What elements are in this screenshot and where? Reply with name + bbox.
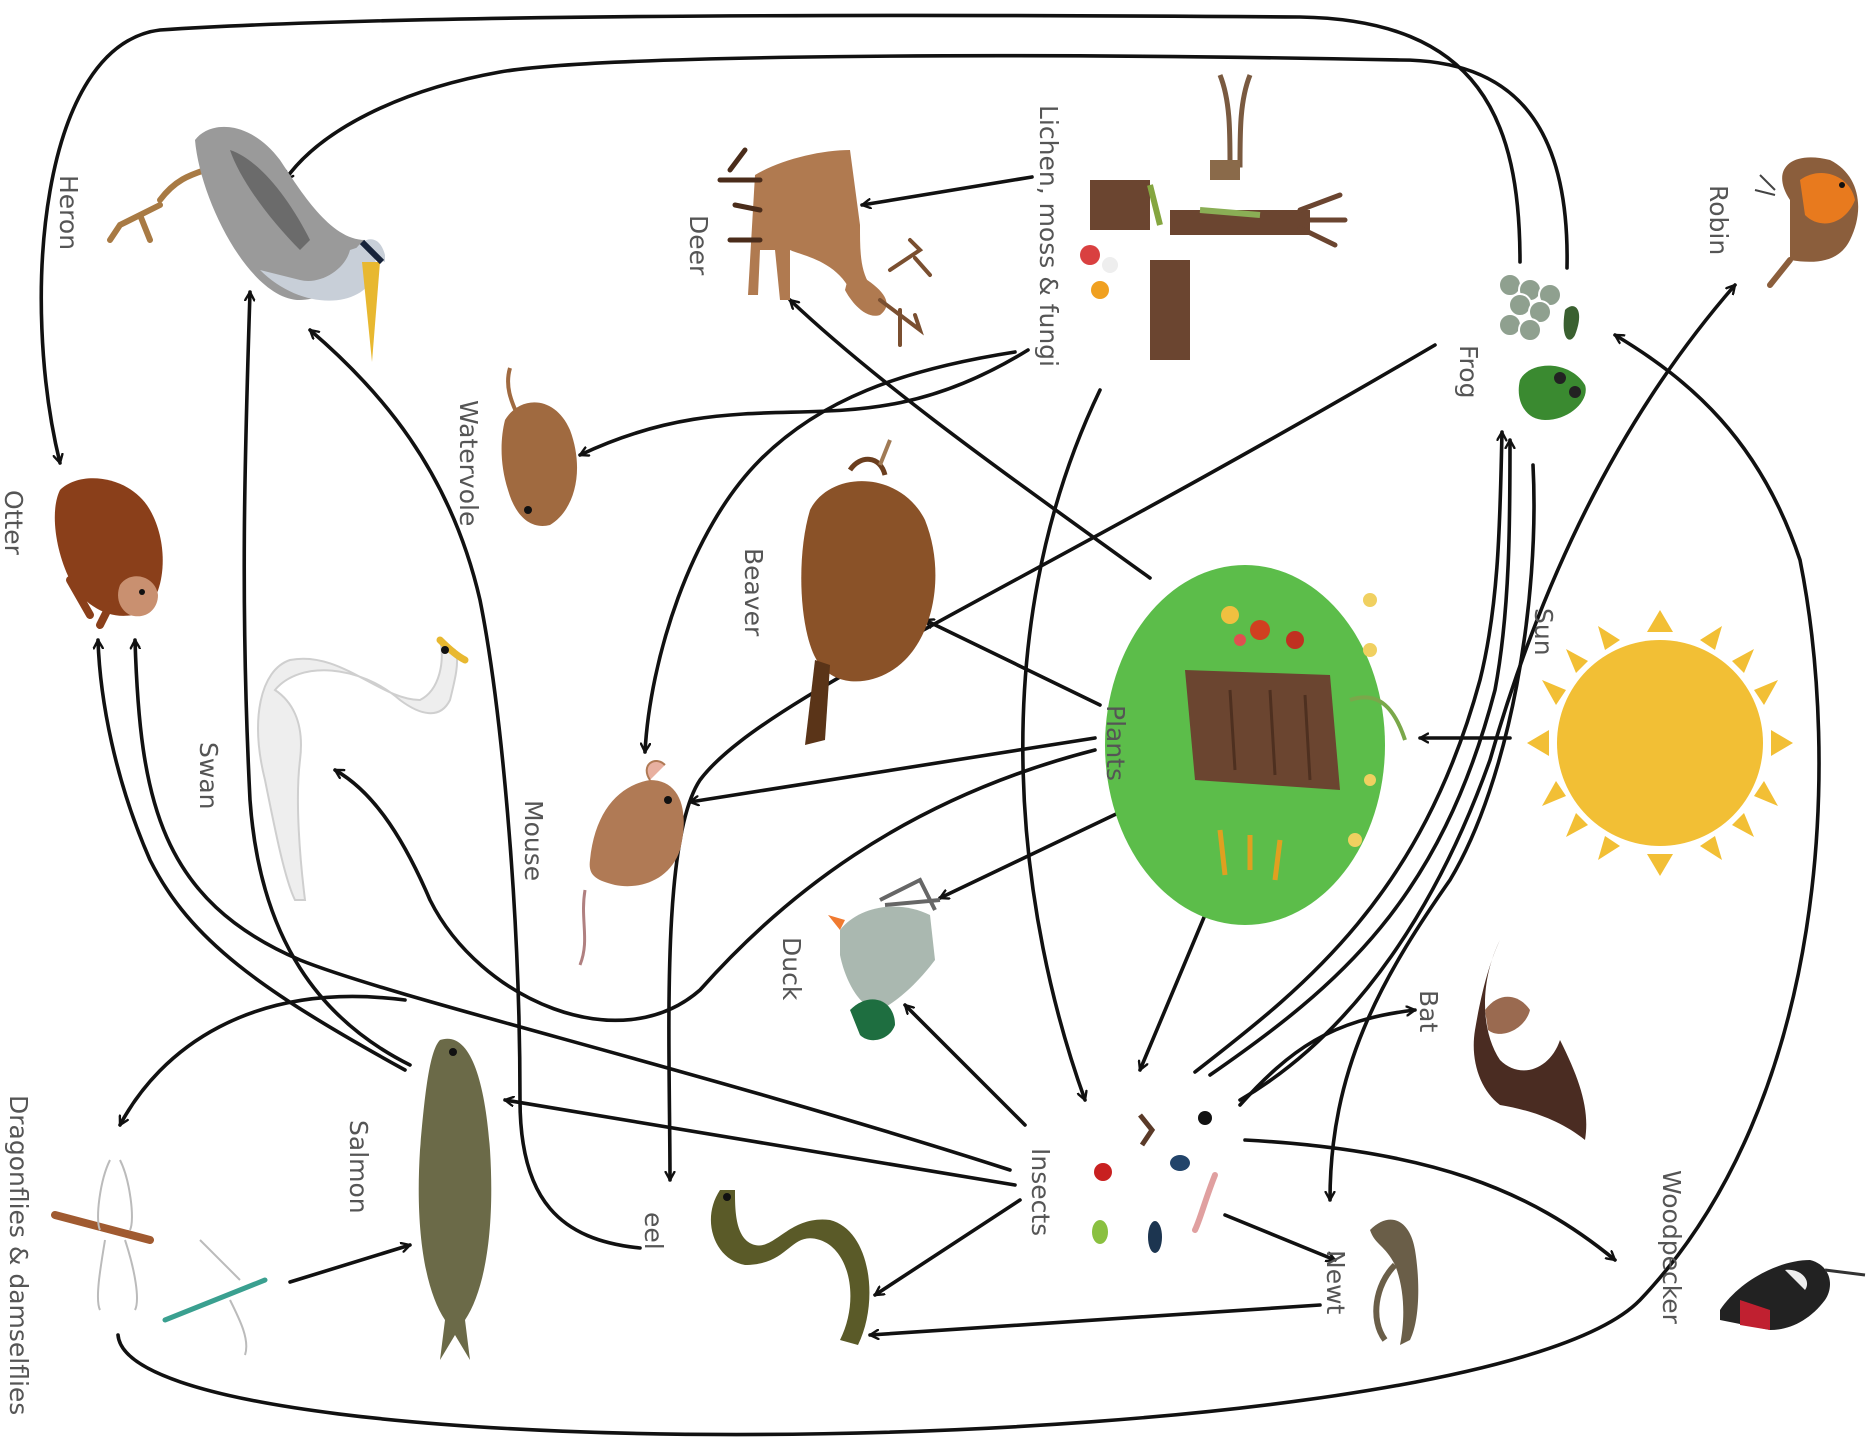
label-frog: Frog [1454,345,1483,398]
eel-icon [711,1190,870,1345]
arrow-plants-to-swan [335,750,1095,1020]
label-duck: Duck [777,937,806,1001]
arrow-salmon-to-otter [98,640,405,1070]
arrow-plants-to-insects [1140,903,1210,1070]
deadwood-icon [1080,75,1345,360]
arrow-insects-to-eel [875,1200,1020,1295]
bat-icon [1474,940,1587,1140]
sun-icon [1527,610,1793,876]
beaver-icon [801,440,935,745]
duck-icon [828,880,940,1040]
arrow-lichen-to-deer [862,177,1032,205]
arrow-newt-to-eel [870,1305,1320,1335]
label-robin: Robin [1704,185,1733,255]
label-dragonflies: Dragonflies & damselflies [4,1095,33,1415]
label-lichen: Lichen, moss & fungi [1034,105,1063,367]
label-eel: eel [639,1212,668,1250]
damselfly-icon [165,1240,265,1355]
salmon-icon [419,1039,492,1360]
label-otter: Otter [0,490,28,556]
arrow-plants-to-duck [940,805,1135,898]
arrow-salmon-to-dragonflies [120,997,405,1125]
watervole-icon [502,368,577,526]
arrow-insects-to-duck [905,1005,1025,1125]
arrow-damselfly-to-salmon [290,1245,410,1282]
label-newt: Newt [1321,1250,1350,1315]
label-beaver: Beaver [739,548,768,637]
insects-icon [1092,1111,1215,1253]
arrow-plants-to-beaver [925,620,1100,705]
frog-icon [1499,274,1586,420]
label-sun: Sun [1529,608,1558,656]
label-mouse: Mouse [519,800,548,881]
plants-icon [1105,565,1405,925]
arrow-insects-to-bat [1240,1010,1415,1105]
label-insects: Insects [1026,1148,1055,1236]
deer-icon [720,150,930,345]
newt-icon [1370,1220,1418,1345]
arrow-insects-to-newt [1225,1215,1335,1260]
robin-icon [1755,157,1858,285]
label-plants: Plants [1101,705,1130,781]
label-bat: Bat [1414,990,1443,1032]
arrow-insects-to-woodpecker [1245,1140,1615,1260]
label-salmon: Salmon [344,1120,373,1214]
label-watervole: Watervole [454,400,483,526]
woodpecker-icon [1720,1260,1865,1330]
label-deer: Deer [684,215,713,276]
arrow-frog-to-heron [285,56,1567,268]
arrow-insects-to-salmon [505,1100,1015,1185]
swan-icon [258,640,465,900]
arrow-plants-to-mouse [690,738,1095,802]
label-swan: Swan [194,742,223,809]
label-heron: Heron [54,175,83,250]
otter-icon [55,478,163,625]
label-woodpecker: Woodpecker [1657,1170,1686,1325]
dragonfly-icon [55,1160,150,1310]
mouse-icon [580,761,684,965]
